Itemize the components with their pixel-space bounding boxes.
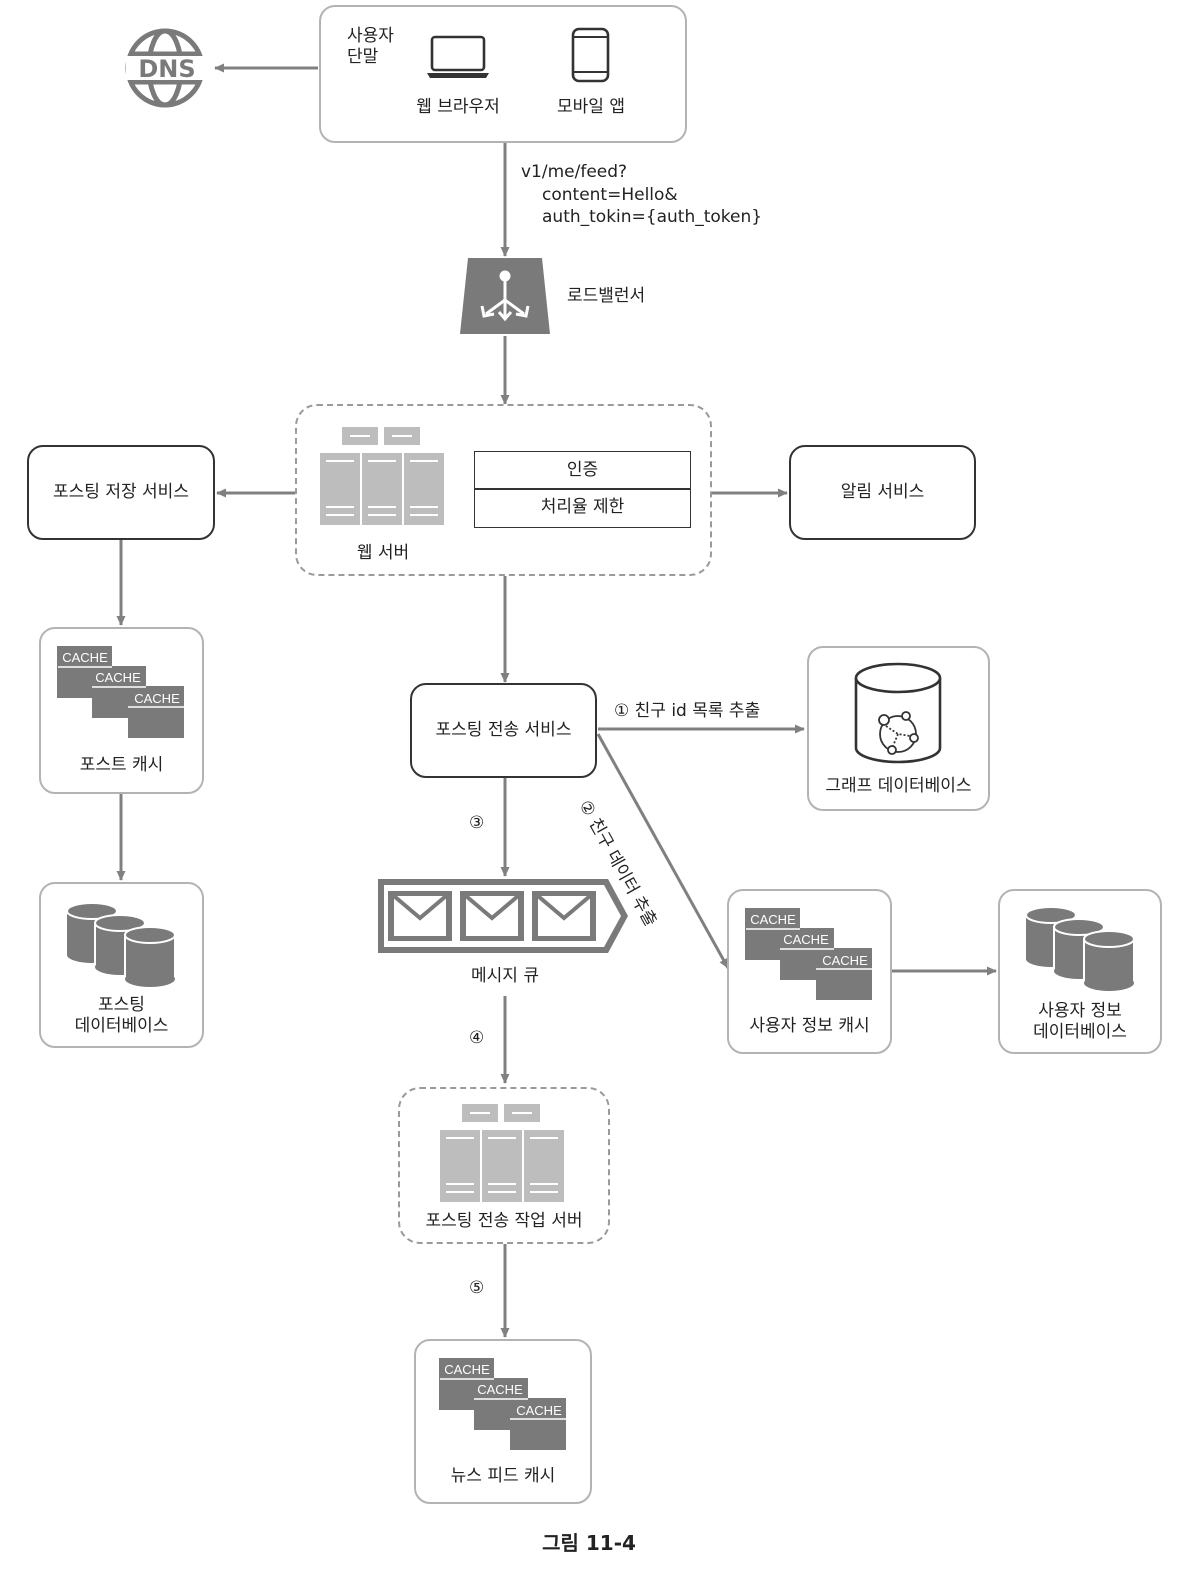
cache-chip-label: CACHE	[516, 1403, 562, 1418]
arrow-fanout-to-user-cache	[596, 733, 730, 969]
notification-service-label: 알림 서비스	[840, 482, 925, 502]
mobile-phone-icon	[571, 27, 610, 83]
request-line-1: v1/me/feed?	[521, 162, 628, 182]
cache-chip-label: CACHE	[95, 670, 141, 685]
load-balancer-icon	[460, 258, 550, 334]
graph-db-label: 그래프 데이터베이스	[825, 776, 972, 796]
dns-globe-icon: DNS	[125, 28, 212, 108]
news-feed-cache-label: 뉴스 피드 캐시	[450, 1466, 556, 1486]
cache-chip-label: CACHE	[62, 650, 108, 665]
notification-service-box	[789, 445, 976, 540]
post-storage-service-label: 포스팅 저장 서비스	[53, 482, 189, 502]
step-3-label: ③	[469, 813, 485, 833]
cache-chip-label: CACHE	[822, 953, 868, 968]
user-db-label: 사용자 정보 데이터베이스	[1033, 1001, 1127, 1042]
rate-limit-box	[474, 488, 691, 528]
client-box	[319, 5, 687, 143]
step-1-label: ① 친구 id 목록 추출	[614, 701, 761, 721]
message-queue-label: 메시지 큐	[471, 966, 539, 986]
cache-chip-label: CACHE	[783, 932, 829, 947]
fanout-workers-label: 포스팅 전송 작업 서버	[425, 1211, 583, 1231]
database-stack-icon	[66, 903, 176, 987]
post-cache-label: 포스트 캐시	[79, 755, 164, 775]
load-balancer-label: 로드밸런서	[567, 286, 646, 306]
message-queue-icon	[378, 879, 628, 953]
figure-caption: 그림 11-4	[542, 1531, 636, 1555]
dns-label: DNS	[138, 55, 195, 83]
laptop-icon	[427, 35, 489, 78]
cache-chip-label: CACHE	[134, 691, 180, 706]
web-server-label: 웹 서버	[356, 543, 410, 563]
user-cache-label: 사용자 정보 캐시	[749, 1016, 870, 1036]
auth-box	[474, 451, 691, 490]
mobile-app-label: 모바일 앱	[557, 97, 625, 117]
cache-chip-label: CACHE	[444, 1362, 490, 1377]
step-4-label: ④	[469, 1028, 485, 1048]
fanout-service-label: 포스팅 전송 서비스	[435, 720, 572, 740]
server-rack-icon	[320, 427, 444, 525]
request-line-2: content=Hello&	[542, 185, 678, 205]
post-db-label: 포스팅 데이터베이스	[74, 995, 169, 1036]
server-rack-icon	[440, 1104, 564, 1202]
post-storage-service-box	[27, 445, 215, 540]
database-stack-icon	[1025, 907, 1135, 991]
request-line-3: auth_tokin={auth_token}	[542, 207, 763, 227]
cache-stack-icon: CACHE CACHE CACHE	[439, 1358, 566, 1450]
fanout-service-box	[410, 683, 597, 778]
rate-limit-label: 처리율 제한	[540, 497, 625, 517]
cache-chip-label: CACHE	[750, 912, 796, 927]
web-browser-label: 웹 브라우저	[416, 97, 500, 117]
auth-label: 인증	[566, 460, 599, 480]
cache-stack-icon: CACHE CACHE CACHE	[57, 646, 184, 738]
cache-chip-label: CACHE	[477, 1382, 523, 1397]
client-label: 사용자 단말	[347, 26, 394, 67]
step-5-label: ⑤	[469, 1278, 485, 1298]
cache-stack-icon: CACHE CACHE CACHE	[745, 908, 872, 1000]
graph-database-icon	[854, 662, 942, 764]
